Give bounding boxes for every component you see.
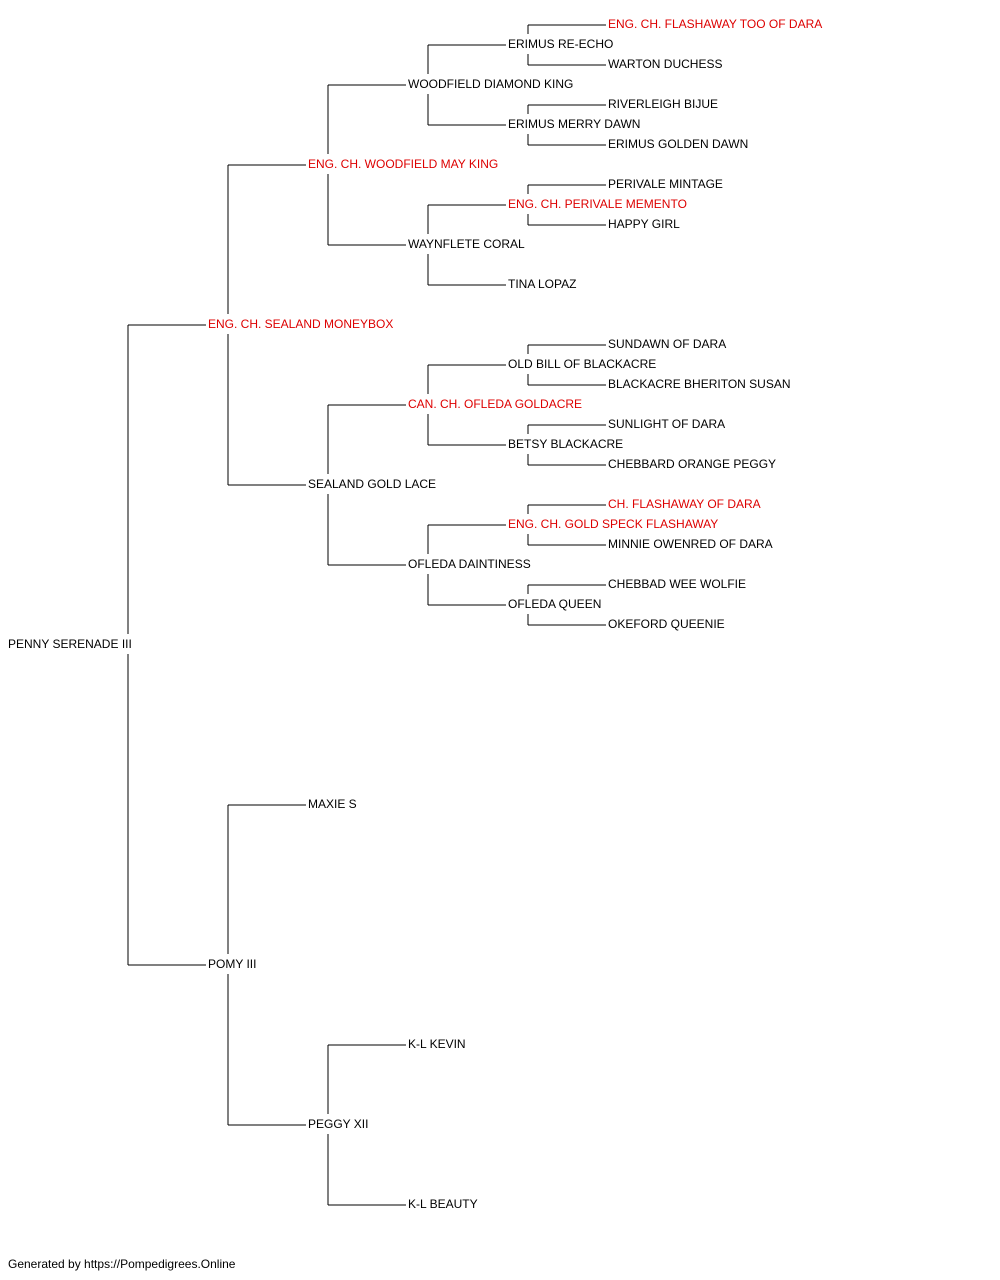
dog-name-sssds: RIVERLEIGH BIJUE — [608, 97, 718, 111]
dog-name-sddd: OFLEDA QUEEN — [508, 597, 601, 611]
pedigree-connectors — [127, 24, 606, 1206]
dog-name-ssdss: PERIVALE MINTAGE — [608, 177, 723, 191]
dog-name-dds: K-L KEVIN — [408, 1037, 466, 1051]
dog-name-sds: CAN. CH. OFLEDA GOLDACRE — [408, 397, 582, 411]
dog-name-ssdsd: HAPPY GIRL — [608, 217, 680, 231]
dog-name-ss: ENG. CH. WOODFIELD MAY KING — [308, 157, 498, 171]
dog-name-sdss: OLD BILL OF BLACKACRE — [508, 357, 656, 371]
dog-name-ddd: K-L BEAUTY — [408, 1197, 478, 1211]
dog-name-sd: SEALAND GOLD LACE — [308, 477, 436, 491]
dog-name-sssdd: ERIMUS GOLDEN DAWN — [608, 137, 748, 151]
dog-name-sdd: OFLEDA DAINTINESS — [408, 557, 531, 571]
dog-name-ssds: ENG. CH. PERIVALE MEMENTO — [508, 197, 687, 211]
generated-by-footer: Generated by https://Pompedigrees.Online — [8, 1257, 236, 1271]
dog-name-sddds: CHEBBAD WEE WOLFIE — [608, 577, 746, 591]
dog-name-ssdd: TINA LOPAZ — [508, 277, 576, 291]
dog-name-ssss: ERIMUS RE-ECHO — [508, 37, 613, 51]
dog-name-ds: MAXIE S — [308, 797, 357, 811]
dog-name-s: ENG. CH. SEALAND MONEYBOX — [208, 317, 393, 331]
dog-name-sdssd: BLACKACRE BHERITON SUSAN — [608, 377, 791, 391]
dog-name-ssd: WAYNFLETE CORAL — [408, 237, 525, 251]
pedigree-labels: PENNY SERENADE III ENG. CH. SEALAND MONEY… — [8, 17, 822, 1211]
dog-name-ssssd: WARTON DUCHESS — [608, 57, 722, 71]
dog-name-sdddd: OKEFORD QUEENIE — [608, 617, 725, 631]
dog-name-subject: PENNY SERENADE III — [8, 637, 132, 651]
dog-name-sssd: ERIMUS MERRY DAWN — [508, 117, 640, 131]
dog-name-sdsdd: CHEBBARD ORANGE PEGGY — [608, 457, 776, 471]
dog-name-sddsd: MINNIE OWENRED OF DARA — [608, 537, 773, 551]
dog-name-sdsds: SUNLIGHT OF DARA — [608, 417, 725, 431]
dog-name-sddss: CH. FLASHAWAY OF DARA — [608, 497, 761, 511]
dog-name-d: POMY III — [208, 957, 256, 971]
dog-name-sdsd: BETSY BLACKACRE — [508, 437, 623, 451]
dog-name-sdsss: SUNDAWN OF DARA — [608, 337, 726, 351]
dog-name-sssss: ENG. CH. FLASHAWAY TOO OF DARA — [608, 17, 822, 31]
dog-name-sdds: ENG. CH. GOLD SPECK FLASHAWAY — [508, 517, 718, 531]
dog-name-dd: PEGGY XII — [308, 1117, 368, 1131]
dog-name-sss: WOODFIELD DIAMOND KING — [408, 77, 573, 91]
